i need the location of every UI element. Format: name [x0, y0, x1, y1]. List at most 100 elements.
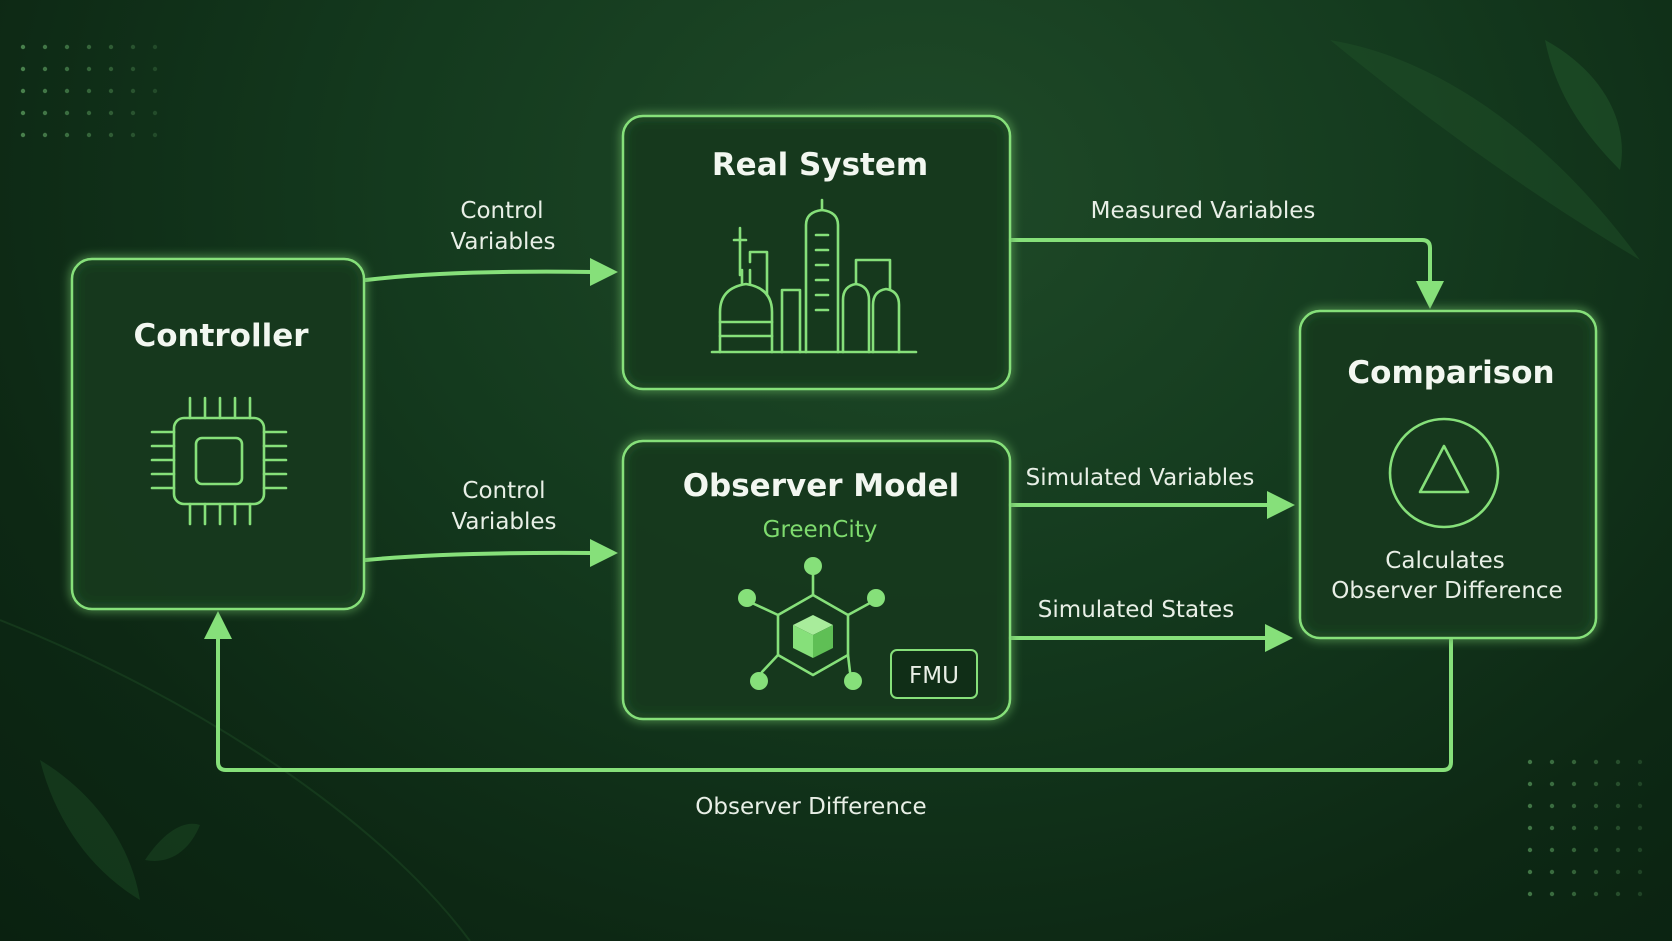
decorative-dot — [1571, 759, 1577, 765]
decorative-dot — [20, 88, 26, 94]
control-variables-top-line1: Control — [460, 198, 543, 224]
decorative-dot — [1637, 847, 1643, 853]
delta-icon — [1388, 417, 1500, 529]
comparison-title: Comparison — [1347, 355, 1554, 391]
connector-observer-difference-feedback — [204, 611, 1453, 772]
decorative-dot — [130, 66, 136, 72]
decorative-dot — [1527, 869, 1533, 875]
factory-icon — [710, 198, 918, 354]
decorative-dot — [1615, 781, 1621, 787]
comparison-box[interactable]: Comparison Calculates Observer Differenc… — [1298, 309, 1598, 640]
connector-controller-to-observer-model — [364, 539, 618, 567]
decorative-dot — [152, 66, 158, 72]
decorative-dot — [1549, 781, 1555, 787]
decorative-dot — [1593, 825, 1599, 831]
connector-controller-to-real-system — [364, 258, 618, 286]
decorative-dot — [1571, 781, 1577, 787]
decorative-dot — [1593, 847, 1599, 853]
decorative-dot — [42, 110, 48, 116]
decorative-dot — [86, 110, 92, 116]
decorative-dot — [152, 44, 158, 50]
decorative-dot — [130, 132, 136, 138]
decorative-dot — [1637, 825, 1643, 831]
decorative-dot — [1549, 825, 1555, 831]
decorative-dot — [1571, 869, 1577, 875]
controller-box[interactable]: Controller — [70, 257, 366, 611]
network-cube-icon — [738, 557, 885, 690]
decorative-dot — [64, 44, 70, 50]
simulated-variables-label: Simulated Variables — [1026, 465, 1255, 491]
decorative-dot — [1571, 891, 1577, 897]
decorative-dot — [1527, 847, 1533, 853]
decorative-dot — [20, 44, 26, 50]
decorative-dot — [152, 88, 158, 94]
decorative-dot — [20, 110, 26, 116]
observer-difference-label: Observer Difference — [695, 794, 926, 820]
control-variables-bottom-line2: Variables — [451, 509, 556, 535]
decorative-dot — [42, 88, 48, 94]
decorative-dot — [1615, 759, 1621, 765]
decorative-dot — [1549, 759, 1555, 765]
fmu-badge: FMU — [890, 649, 978, 699]
decorative-dot — [1571, 847, 1577, 853]
decorative-dot — [1527, 759, 1533, 765]
decorative-dot — [86, 44, 92, 50]
decorative-dot — [42, 132, 48, 138]
decorative-dot — [86, 132, 92, 138]
decorative-dot — [1527, 825, 1533, 831]
connector-measured-variables — [1008, 238, 1444, 309]
fmu-badge-label: FMU — [909, 663, 959, 689]
decorative-dot — [108, 66, 114, 72]
decorative-dot — [86, 66, 92, 72]
observer-model-title: Observer Model — [683, 468, 960, 504]
decorative-dot — [1549, 891, 1555, 897]
decorative-dot — [20, 132, 26, 138]
decorative-dot — [1527, 803, 1533, 809]
decorative-dot — [1527, 781, 1533, 787]
observer-model-box[interactable]: Observer Model GreenCity FMU — [621, 439, 1012, 721]
real-system-title: Real System — [712, 147, 928, 183]
decorative-dot — [64, 132, 70, 138]
dot-grid-bottom-right — [1527, 759, 1643, 897]
decorative-dot — [64, 88, 70, 94]
decorative-dot — [1571, 803, 1577, 809]
control-variables-top-line2: Variables — [450, 229, 555, 255]
decorative-dot — [64, 110, 70, 116]
measured-variables-label: Measured Variables — [1091, 198, 1316, 224]
decorative-dot — [1549, 869, 1555, 875]
decorative-dot — [1593, 869, 1599, 875]
decorative-dot — [42, 44, 48, 50]
decorative-dot — [1615, 869, 1621, 875]
decorative-dot — [64, 66, 70, 72]
dot-grid-top-left — [20, 44, 158, 138]
decorative-dot — [1527, 891, 1533, 897]
decorative-dot — [1615, 891, 1621, 897]
decorative-dot — [1637, 759, 1643, 765]
decorative-dot — [42, 66, 48, 72]
decorative-dot — [1571, 825, 1577, 831]
control-variables-bottom-line1: Control — [462, 478, 545, 504]
decorative-dot — [108, 132, 114, 138]
simulated-states-label: Simulated States — [1038, 597, 1234, 623]
decorative-dot — [130, 88, 136, 94]
comparison-caption-line2: Observer Difference — [1331, 578, 1562, 604]
comparison-caption-line1: Calculates — [1385, 548, 1504, 574]
decorative-dot — [20, 66, 26, 72]
decorative-dot — [1549, 803, 1555, 809]
decorative-dot — [1637, 781, 1643, 787]
connector-simulated-variables — [1008, 491, 1295, 519]
decorative-dot — [1615, 825, 1621, 831]
decorative-dot — [152, 132, 158, 138]
chip-icon — [150, 396, 288, 526]
decorative-dot — [130, 44, 136, 50]
real-system-box[interactable]: Real System — [621, 114, 1012, 391]
decorative-dot — [108, 44, 114, 50]
decorative-dot — [1615, 803, 1621, 809]
decorative-dot — [108, 88, 114, 94]
decorative-dot — [1593, 803, 1599, 809]
decorative-dot — [1637, 891, 1643, 897]
decorative-dot — [1593, 781, 1599, 787]
decorative-dot — [1549, 847, 1555, 853]
